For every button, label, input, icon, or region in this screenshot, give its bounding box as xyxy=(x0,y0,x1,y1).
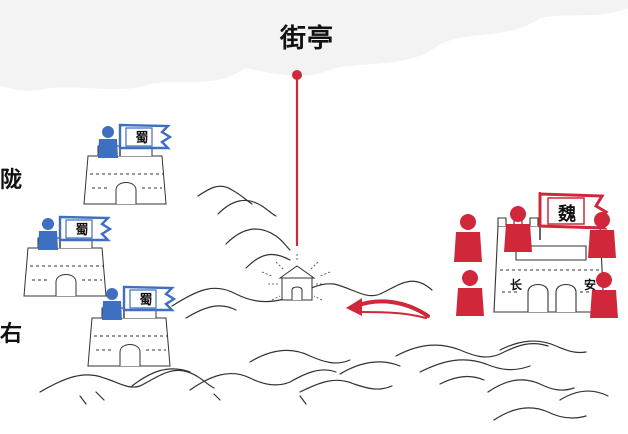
shu-flag-label-1: 蜀 xyxy=(135,131,149,146)
mountain-icon xyxy=(225,228,291,251)
soldier-icon xyxy=(102,288,122,320)
pavilion-icon xyxy=(278,265,316,301)
mountain-icon xyxy=(245,253,291,269)
mountain-icon xyxy=(339,361,401,375)
shu-castle-2 xyxy=(23,215,113,297)
castle-icon xyxy=(23,237,107,297)
jieting-marker xyxy=(261,70,331,301)
longyou-label-bottom: 右 xyxy=(0,322,23,347)
city-gate-label-right: 安 xyxy=(584,278,597,292)
wei-flag-label: 魏 xyxy=(558,204,576,225)
mountain-icon xyxy=(439,375,485,385)
longyou-label-top: 陇 xyxy=(0,168,23,193)
jieting-label: 街亭 xyxy=(280,24,335,54)
shu-flag-label-3: 蜀 xyxy=(139,293,153,308)
soldier-icon xyxy=(456,270,484,316)
mountain-icon xyxy=(499,340,587,354)
mountain-icon xyxy=(79,391,307,405)
castle-icon xyxy=(87,307,171,367)
soldier-icon xyxy=(38,218,58,250)
soldier-icon xyxy=(504,206,532,252)
mountain-icon xyxy=(185,305,237,319)
soldier-icon xyxy=(98,126,118,158)
mountain-icon xyxy=(249,349,351,364)
mountain-icon xyxy=(197,185,253,205)
mountain-icon xyxy=(131,368,191,387)
mountain-icon xyxy=(395,342,549,358)
attack-arrow-icon xyxy=(346,298,430,319)
mountain-icon xyxy=(39,369,215,393)
shu-flag-label-2: 蜀 xyxy=(75,223,89,238)
mountain-icon xyxy=(487,379,575,393)
shu-castle-3 xyxy=(87,285,177,367)
flag-icon xyxy=(58,215,113,248)
city-gate-label-left: 长 xyxy=(510,278,523,292)
mountain-icon xyxy=(189,369,337,391)
mountain-icon xyxy=(419,359,531,373)
castle-icon xyxy=(83,145,167,205)
mountain-range xyxy=(39,185,609,421)
flag-icon xyxy=(118,123,173,156)
flag-icon xyxy=(122,285,177,318)
soldier-icon xyxy=(454,214,482,262)
mountain-icon xyxy=(493,407,587,421)
mountain-icon xyxy=(559,390,609,401)
mountain-icon xyxy=(217,199,277,217)
mountain-icon xyxy=(299,379,393,393)
soldier-icon xyxy=(588,212,616,258)
wei-soldiers xyxy=(454,206,618,318)
wei-city xyxy=(454,192,618,318)
shu-castle-1 xyxy=(83,123,173,205)
soldier-icon xyxy=(590,272,618,318)
cloud-background xyxy=(0,0,628,91)
marker-pin-icon xyxy=(292,70,302,80)
